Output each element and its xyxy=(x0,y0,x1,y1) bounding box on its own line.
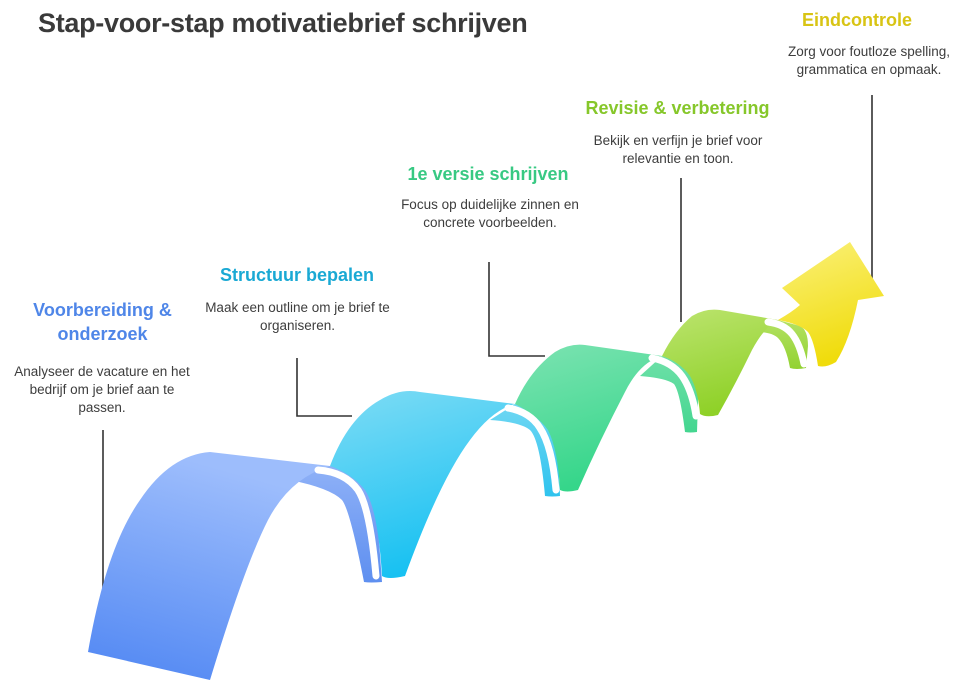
step-5-description: Zorg voor foutloze spelling, grammatica … xyxy=(787,44,951,78)
page-title: Stap-voor-stap motivatiebrief schrijven xyxy=(38,8,528,38)
step-3-description: Focus op duidelijke zinnen en concrete v… xyxy=(401,197,579,231)
step-2-title: Structuur bepalen xyxy=(219,265,375,285)
ribbon-step-1 xyxy=(88,452,382,680)
step-5-title: Eindcontrole xyxy=(801,10,912,30)
step-1-title: Voorbereiding & onderzoek xyxy=(33,300,172,345)
step-1-description: Analyseer de vacature en het bedrijf om … xyxy=(14,364,190,416)
connector-line-2 xyxy=(296,358,352,417)
fold-separators xyxy=(314,318,808,580)
connector-line-3 xyxy=(488,262,545,357)
step-4-title: Revisie & verbetering xyxy=(585,98,770,118)
step-3-title: 1e versie schrijven xyxy=(407,164,569,184)
ribbon-step-5-arrow xyxy=(778,242,884,367)
step-2-description: Maak een outline om je brief te organise… xyxy=(205,300,390,334)
step-4-description: Bekijk en verfijn je brief voor relevant… xyxy=(593,133,763,167)
